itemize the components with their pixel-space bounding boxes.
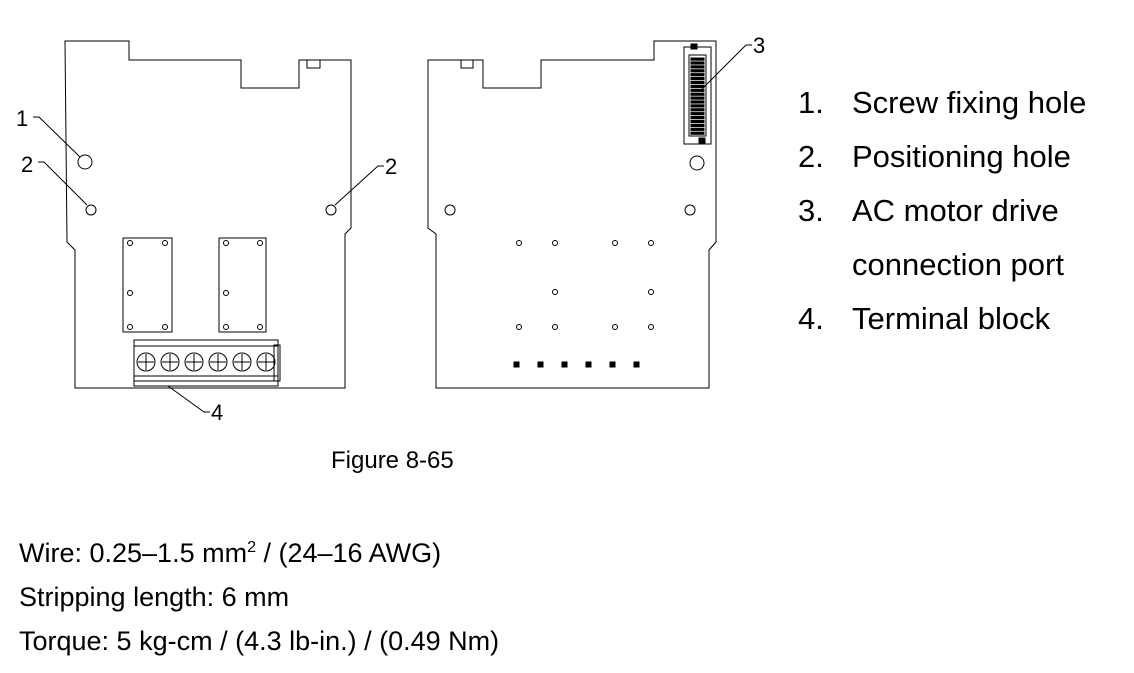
right-card-outline [427,40,717,389]
callout-1: 1 [16,106,28,131]
terminal-block [133,339,281,387]
callout-3: 3 [753,33,765,58]
port-pin [690,84,705,89]
wire-spec-awg: / (24–16 AWG) [255,538,442,568]
leader-2-right [334,165,384,206]
port-pin [690,131,705,135]
legend-label: Screw fixing hole [852,85,1087,120]
square-pads [513,361,640,368]
leader-1 [33,116,81,158]
connection-port [683,43,712,145]
leader-2-left [38,161,88,206]
legend-label-continuation: connection port [852,247,1064,282]
port-pin [690,116,705,120]
port-pin [690,92,705,96]
legend-label: AC motor drive [852,193,1059,228]
positioning-hole-right [325,204,337,216]
port-pin [690,123,705,128]
parts-legend: 1. Screw fixing hole 2. Positioning hole… [798,76,1086,346]
wire-spec-text: Wire: 0.25–1.5 mm [19,538,248,568]
relay-right [218,237,267,333]
port-pin [690,96,705,100]
terminal-screws [136,352,276,372]
positioning-hole-left [85,204,97,216]
port-pin [690,69,705,73]
port-pin [690,80,705,85]
figure-caption: Figure 8-65 [331,447,454,474]
wire-spec: Wire: 0.25–1.5 mm2 / (24–16 AWG) [19,531,499,575]
leader-4 [167,385,210,413]
legend-label: Terminal block [852,301,1051,336]
positioning-hole-back-right [684,204,696,216]
port-pin [690,127,705,131]
legend-item: 3. AC motor drive [798,184,1086,238]
screw-fixing-hole [77,154,93,170]
left-card-outline [64,40,352,389]
right-card-notch [460,60,474,69]
port-pin [690,61,705,65]
legend-item: 2. Positioning hole [798,130,1086,184]
legend-label: Positioning hole [852,139,1071,174]
relay-left [122,237,173,333]
port-pin [690,119,705,124]
legend-number: 1. [798,85,824,120]
screw-fixing-hole-back [689,155,705,171]
port-pin [690,73,705,77]
callout-2-left: 2 [21,152,33,177]
legend-number: 3. [798,193,824,228]
port-pin [690,104,705,108]
solder-points [516,240,654,330]
wiring-specs: Wire: 0.25–1.5 mm2 / (24–16 AWG) Strippi… [19,531,499,663]
port-pin [690,112,705,116]
legend-number: 2. [798,139,824,174]
legend-number: 4. [798,301,824,336]
torque-spec: Torque: 5 kg-cm / (4.3 lb-in.) / (0.49 N… [19,626,500,656]
port-pin [690,77,705,81]
positioning-hole-back-left [444,204,456,216]
port-pin [690,108,705,112]
stripping-length-spec: Stripping length: 6 mm [19,582,290,612]
port-pin [690,65,705,69]
left-card-notch [306,60,321,69]
port-pin [690,57,705,61]
legend-item: 1. Screw fixing hole [798,76,1086,130]
callout-2-right: 2 [385,154,397,179]
callout-4: 4 [211,400,223,425]
leader-3 [701,44,752,90]
wire-spec-superscript: 2 [247,539,256,556]
port-pin [690,100,705,104]
legend-item: 4. Terminal block [798,292,1086,346]
port-pin [690,88,705,92]
